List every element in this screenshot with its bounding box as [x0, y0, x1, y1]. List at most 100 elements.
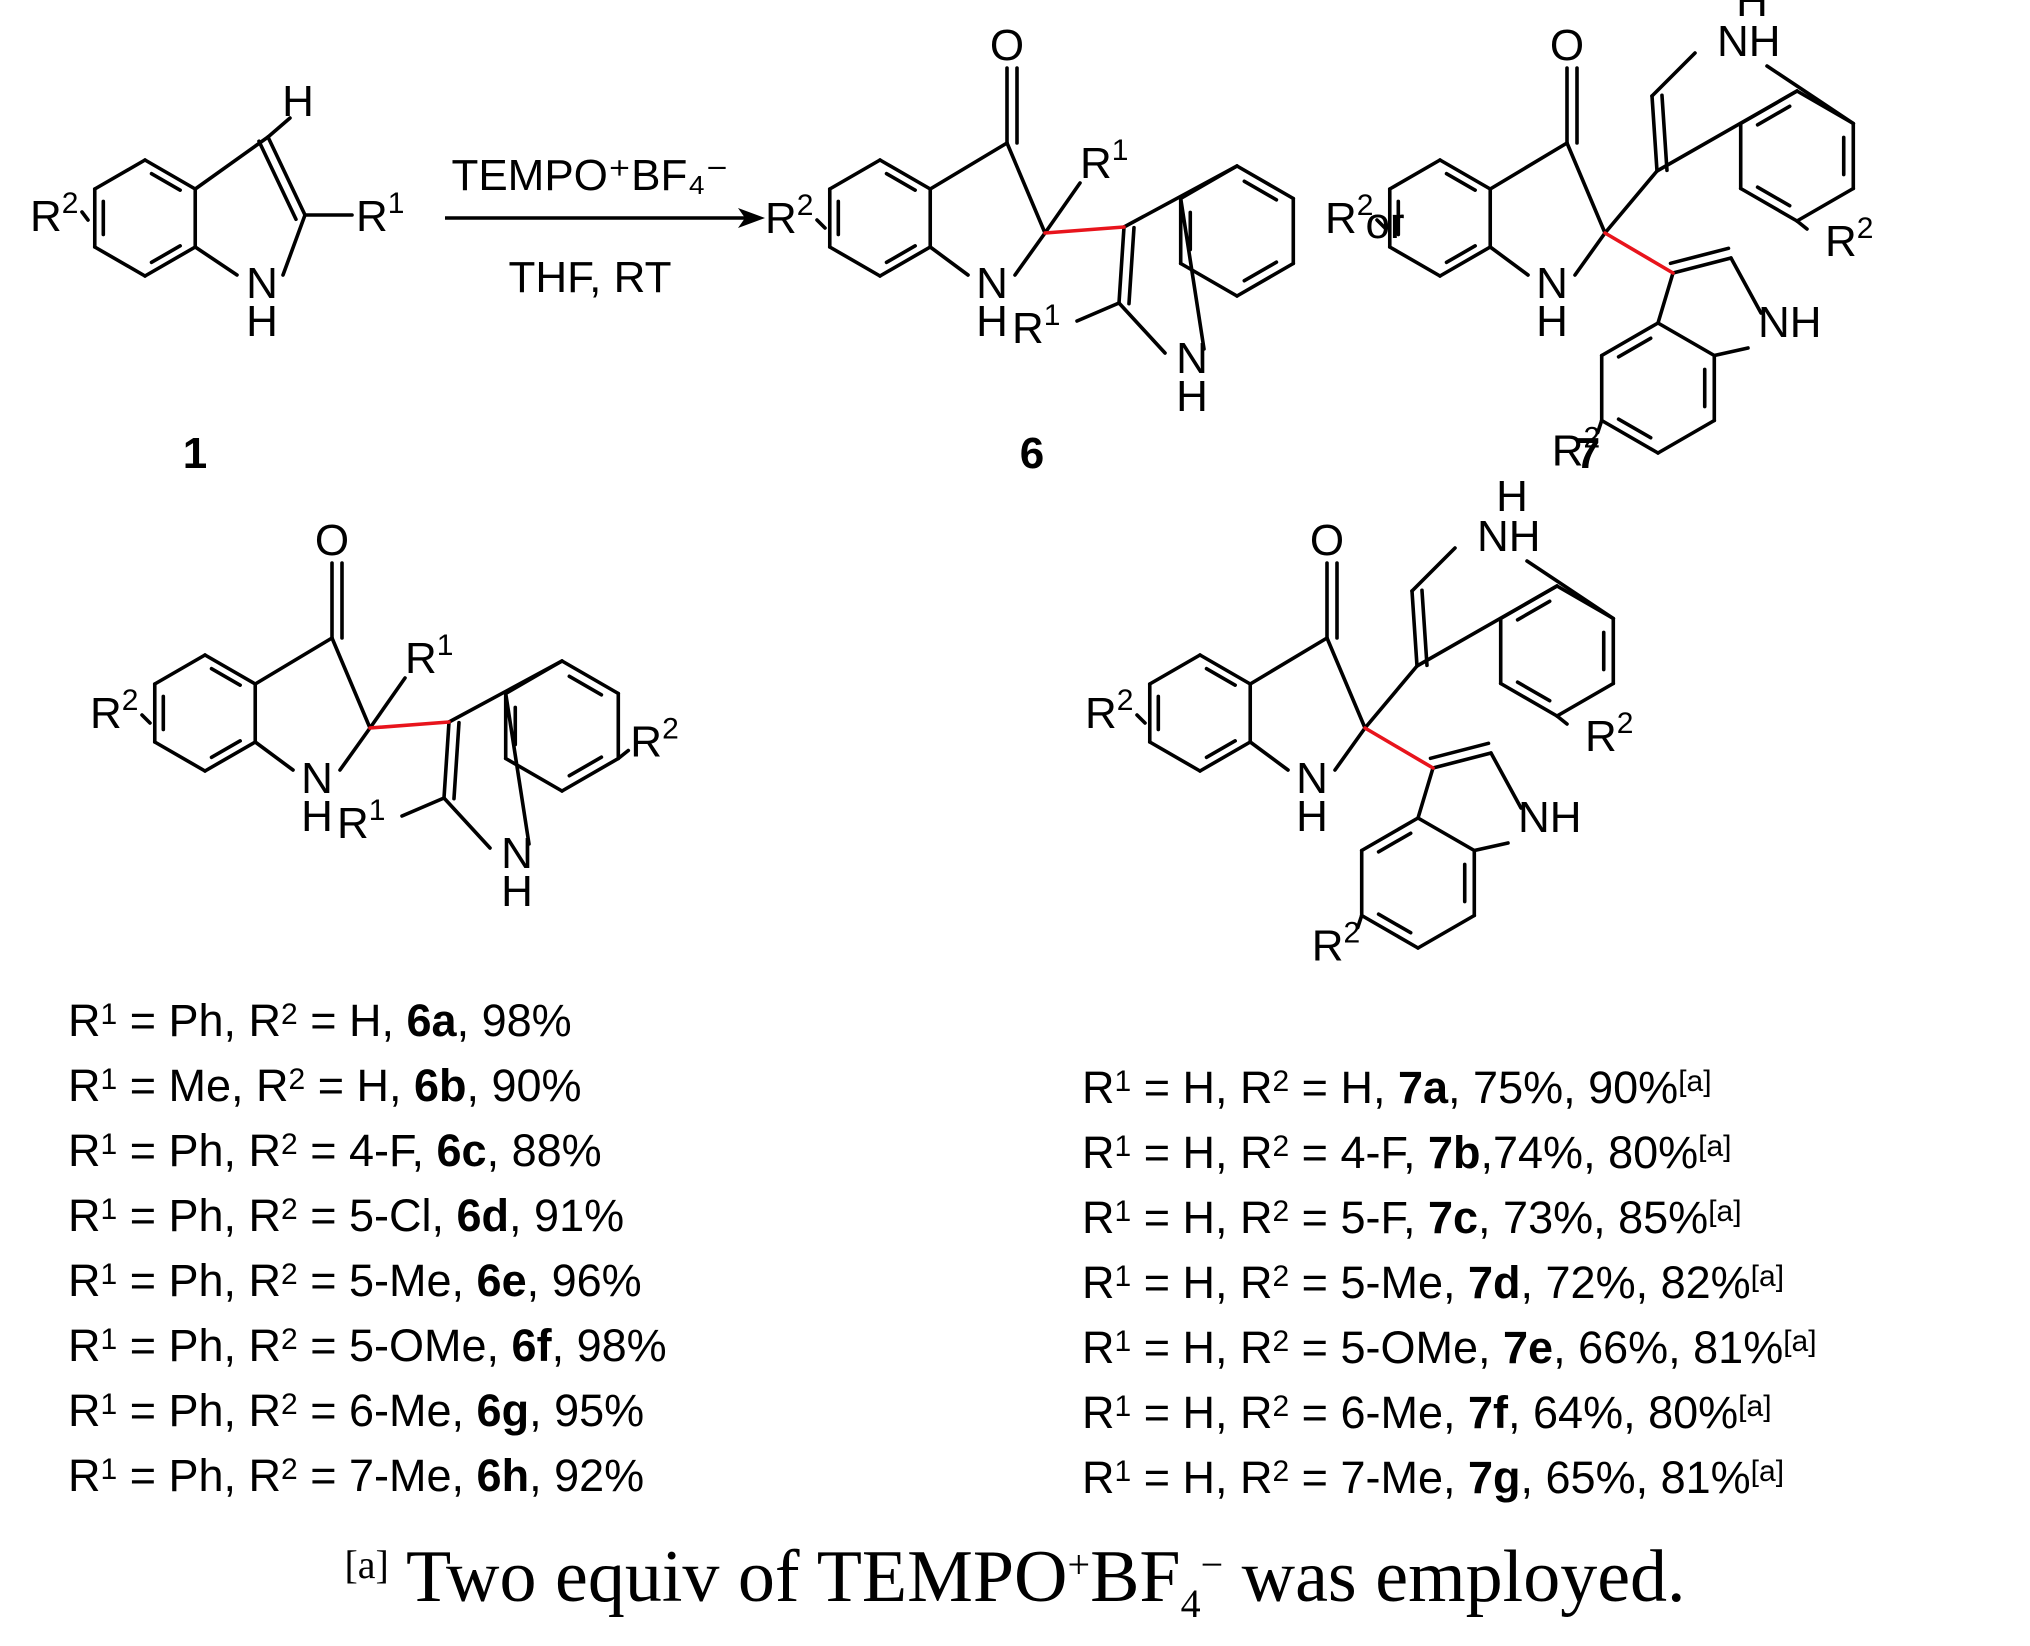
bond — [1178, 196, 1206, 351]
inner-double-bond — [884, 171, 917, 192]
footnote-subscript: 4 — [1180, 1580, 1201, 1626]
bond — [1147, 653, 1202, 686]
footnote-end: was employed. — [1223, 1536, 1686, 1618]
r-symbol: R — [248, 995, 282, 1046]
r-superscript: 1 — [100, 1193, 118, 1226]
bond — [1599, 321, 1660, 358]
r2-value: = H, — [297, 995, 407, 1046]
inner-double-bond — [1242, 179, 1279, 202]
bond — [815, 218, 827, 230]
footnote: [a] Two equiv of TEMPO+BF4− was employed… — [0, 1535, 2030, 1627]
r-symbol: R — [1239, 1452, 1273, 1503]
compound-id: 6a — [406, 995, 457, 1046]
inner-double-bond — [1755, 104, 1792, 127]
r2-value: = 6-Me, — [1289, 1387, 1468, 1438]
yield: , 66%, — [1553, 1322, 1694, 1373]
inner-double-bond — [1242, 260, 1279, 283]
gen6-nh-n: N — [301, 754, 333, 803]
inner-double-bond — [567, 674, 604, 697]
bond — [1043, 181, 1082, 235]
r1-value: = H, — [1131, 1192, 1240, 1243]
substituent-row: R1 = Ph, R2 = 6-Me, 6g, 95% — [68, 1378, 667, 1443]
compound-id: 6e — [476, 1255, 527, 1306]
yield: , 92% — [529, 1450, 645, 1501]
bond — [1712, 346, 1750, 358]
inner-double-bond — [149, 244, 182, 265]
bond — [1655, 89, 1799, 173]
r-superscript: 1 — [1114, 1130, 1132, 1163]
gen7-lower-nh: NH — [1518, 793, 1582, 842]
substituent-row: R1 = H, R2 = 5-F, 7c, 73%, 85%[a] — [1082, 1185, 1817, 1250]
r-symbol: R — [68, 1385, 101, 1436]
bond — [1729, 256, 1763, 315]
bond — [827, 158, 882, 191]
bond — [1235, 261, 1296, 298]
bond — [1438, 158, 1493, 191]
double-bond — [257, 139, 298, 222]
bond — [266, 116, 292, 139]
r1-value: = Ph, — [117, 1125, 249, 1176]
bond — [1363, 664, 1419, 730]
compound-id: 6f — [511, 1320, 552, 1371]
yield: , 88% — [486, 1125, 602, 1176]
footnote-ref: [a] — [1783, 1325, 1817, 1358]
gen6-indole-nh-n: N — [501, 829, 533, 878]
gen7-oxygen: O — [1310, 516, 1344, 565]
reaction-arrow — [445, 208, 765, 228]
yield-two-equiv: 82% — [1660, 1257, 1751, 1308]
r-superscript: 1 — [1114, 1325, 1132, 1358]
gen7-upper-h: H — [1496, 472, 1528, 521]
footnote-plus: + — [1067, 1542, 1091, 1587]
bond — [1650, 51, 1697, 98]
bond — [92, 245, 147, 278]
inner-double-bond — [1616, 417, 1653, 440]
r-superscript: 1 — [100, 1453, 118, 1486]
yield: , 95% — [529, 1385, 645, 1436]
cmpd6-nh-n: N — [976, 259, 1008, 308]
yield: , 65%, — [1520, 1452, 1661, 1503]
r-superscript: 2 — [281, 1193, 298, 1226]
yield: , 96% — [526, 1255, 642, 1306]
bond — [338, 726, 372, 772]
bond — [253, 636, 334, 686]
bond — [1671, 256, 1733, 275]
bond — [616, 748, 631, 761]
r2-value: = 4-F, — [297, 1125, 437, 1176]
bond — [1359, 816, 1420, 853]
bond — [878, 245, 933, 278]
r2-value: = 7-Me, — [297, 1450, 477, 1501]
compound-id: 7g — [1468, 1452, 1521, 1503]
bond — [1431, 751, 1493, 770]
bond — [330, 636, 372, 730]
r2-value: = 5-Me, — [297, 1255, 477, 1306]
yield: , 90% — [466, 1060, 582, 1111]
r2-value: = 5-F, — [1289, 1192, 1428, 1243]
bond — [1488, 245, 1530, 277]
double-bond — [1660, 93, 1669, 173]
r1-value: = Me, — [117, 1060, 256, 1111]
r2-value: = 5-Cl, — [297, 1190, 457, 1241]
r-symbol: R — [68, 1125, 101, 1176]
r-superscript: 1 — [100, 998, 118, 1031]
gen7-upper-r2: R2 — [1585, 707, 1633, 761]
substituent-row: R1 = H, R2 = 5-Me, 7d, 72%, 82%[a] — [1082, 1250, 1817, 1315]
bond — [1013, 231, 1047, 277]
bond — [368, 676, 407, 730]
double-bond — [1668, 246, 1731, 266]
compound-id: 6g — [476, 1385, 530, 1436]
inner-double-bond — [884, 244, 917, 265]
gen6-r1: R1 — [405, 629, 453, 683]
bond — [560, 756, 621, 793]
bond — [1198, 740, 1253, 773]
r1-value: = Ph, — [117, 1450, 249, 1501]
substituent-row: R1 = Ph, R2 = 4-F, 6c, 88% — [68, 1118, 667, 1183]
r-symbol: R — [1239, 1127, 1273, 1178]
bond — [140, 713, 152, 725]
r-symbol: R — [248, 1385, 282, 1436]
inner-double-bond — [1444, 171, 1477, 192]
bond — [80, 210, 90, 222]
cmpd7-upper-nh: NH — [1717, 17, 1781, 66]
substituent-row: R1 = H, R2 = 6-Me, 7f, 64%, 80%[a] — [1082, 1380, 1817, 1445]
r-superscript: 2 — [1272, 1325, 1290, 1358]
cmpd7-upper-r2: R2 — [1825, 212, 1873, 266]
